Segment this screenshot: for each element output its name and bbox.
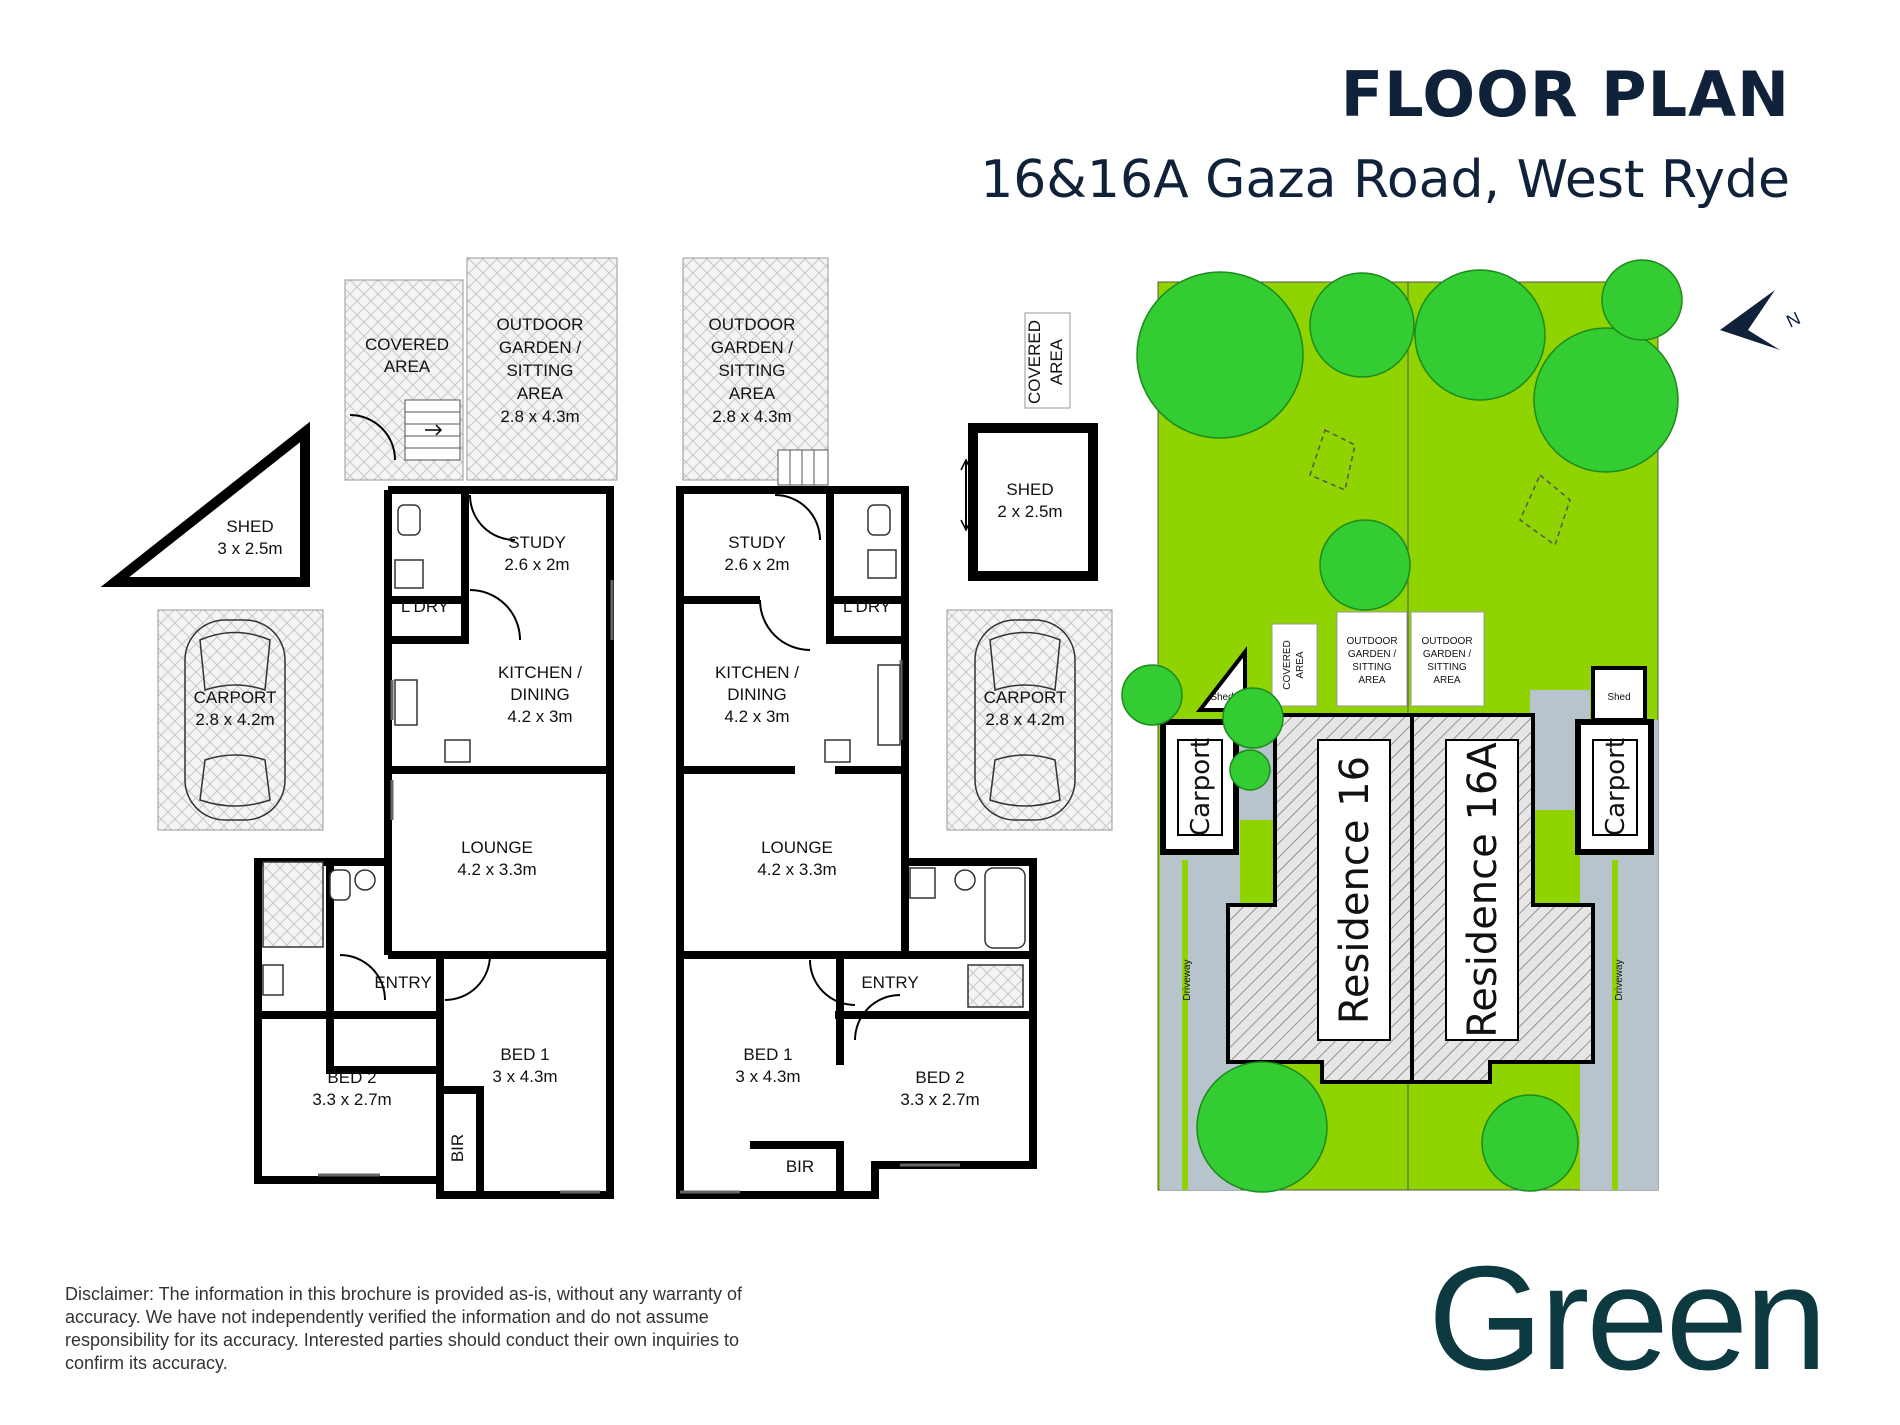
trees bbox=[1121, 259, 1683, 1193]
residence-16a-label: Residence 16A bbox=[1460, 742, 1506, 1038]
svg-text:N: N bbox=[1783, 308, 1803, 332]
site-shed-16a bbox=[1591, 666, 1647, 722]
laundry-label-16: L'DRY bbox=[401, 597, 449, 616]
covered-area-box-16a bbox=[1024, 312, 1071, 409]
site-plan: Residence 16 Residence 16A Carport Carpo… bbox=[1121, 259, 1803, 1193]
outdoor-area-16 bbox=[466, 257, 618, 481]
site-outdoor-16a bbox=[1410, 611, 1485, 707]
residence-16-label: Residence 16 bbox=[1332, 756, 1378, 1024]
site-shed-16-label: Shed bbox=[1210, 692, 1233, 703]
laundry-label-16a: L'DRY bbox=[843, 597, 891, 616]
property-address: 16&16A Gaza Road, West Ryde bbox=[980, 150, 1790, 210]
driveway-label-16a: Driveway bbox=[1614, 959, 1625, 1000]
disclaimer: Disclaimer: The information in this broc… bbox=[65, 1284, 742, 1373]
bir-label-16: BIR bbox=[448, 1134, 467, 1162]
site-covered-area bbox=[1271, 623, 1318, 707]
outdoor-area-16a bbox=[682, 257, 829, 481]
site-carport-16a-label: Carport bbox=[1601, 738, 1631, 836]
shed-16 bbox=[100, 421, 310, 587]
site-shed-16a-label: Shed bbox=[1607, 692, 1630, 703]
bir-label-16a: BIR bbox=[786, 1157, 814, 1176]
shed-16a bbox=[968, 423, 1098, 581]
driveway-label-16: Driveway bbox=[1182, 959, 1193, 1000]
entry-label-16: ENTRY bbox=[374, 973, 431, 992]
site-outdoor-16 bbox=[1336, 611, 1408, 707]
page-title: FLOOR PLAN bbox=[1340, 58, 1790, 131]
brand-logo: Green bbox=[1428, 1236, 1827, 1401]
entry-label-16a: ENTRY bbox=[861, 973, 918, 992]
north-arrow-icon: N bbox=[1720, 290, 1803, 350]
site-carport-16-label: Carport bbox=[1186, 738, 1216, 836]
